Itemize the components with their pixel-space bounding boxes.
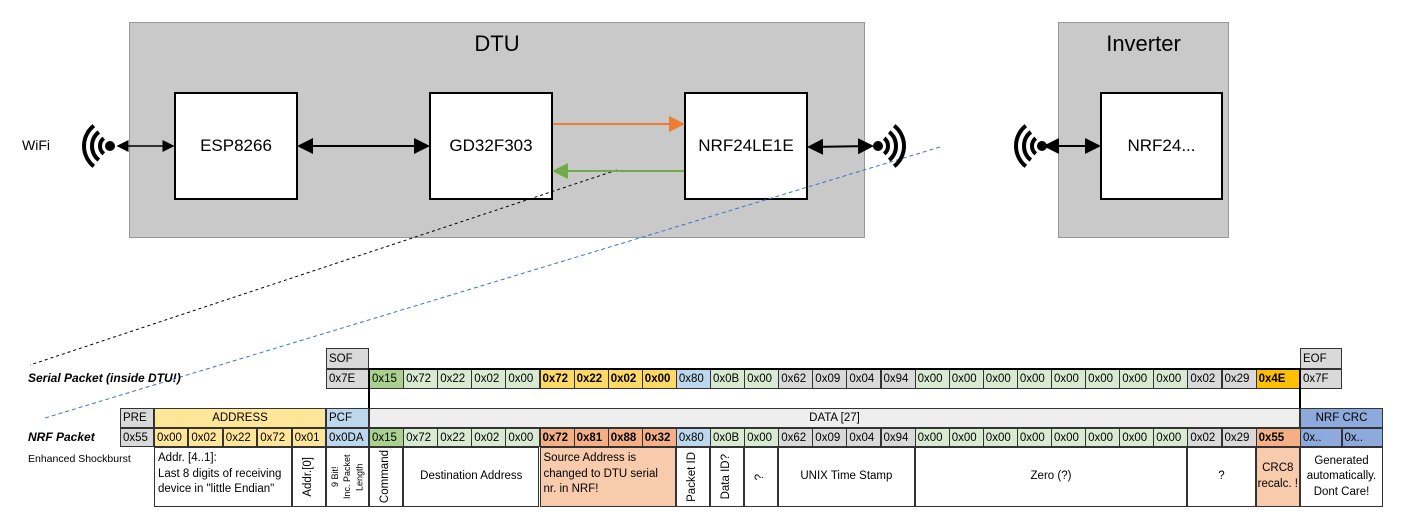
nrf-byte: 0x00 (1016, 428, 1052, 447)
desc-zero: Zero (?) (914, 447, 1188, 507)
desc-unknown-1: ? (744, 447, 779, 507)
wifi-label: WiFi (22, 137, 50, 153)
address-byte: 0x22 (222, 428, 258, 447)
desc-packet-id: Packet ID (675, 447, 710, 507)
nrf-byte: 0x72 (403, 428, 439, 447)
pre-header: PRE (120, 408, 154, 428)
nrf-packet-label: NRF Packet (28, 430, 95, 444)
desc-command: Command (369, 447, 404, 507)
serial-frame-outline (368, 368, 1301, 409)
serial-byte: 0x72 (539, 369, 575, 389)
nrf-byte: 0x0B (710, 428, 746, 447)
serial-byte: 0x00 (505, 369, 541, 389)
inverter-nrf-block: NRF24... (1100, 92, 1223, 200)
desc-pcf-text: 9 Bit! Inc. Packet Length (330, 454, 365, 500)
serial-byte: 0x22 (573, 369, 609, 389)
desc-source-text: Source Address is changed to DTU serial … (543, 452, 658, 496)
address-header: ADDRESS (154, 408, 326, 428)
serial-byte: 0x0B (710, 369, 746, 389)
desc-address: Addr. [4..1]: Last 8 digits of receiving… (154, 447, 292, 507)
serial-packet-label: Serial Packet (inside DTU!) (28, 371, 181, 385)
nrf-byte: 0x04 (846, 428, 882, 447)
nrf-byte: 0x32 (641, 428, 677, 447)
nrf-byte: 0x00 (1085, 428, 1121, 447)
enhanced-shockburst-label: Enhanced Shockburst (28, 453, 131, 465)
desc-addr0: Addr.[0] (292, 447, 326, 507)
serial-byte: 0x00 (1085, 369, 1121, 389)
desc-packet-id-text: Packet ID (686, 452, 699, 502)
sof-byte: 0x7E (326, 369, 369, 389)
pre-byte: 0x55 (120, 428, 154, 447)
serial-byte: 0x00 (982, 369, 1018, 389)
nrf-byte: 0x02 (1187, 428, 1223, 447)
nrf-byte: 0x00 (1051, 428, 1087, 447)
nrf-byte: 0x02 (471, 428, 507, 447)
dtu-title: DTU (474, 31, 520, 56)
nrf-byte: 0x94 (880, 428, 916, 447)
nrf-byte: 0x15 (369, 428, 405, 447)
nrf-byte: 0x00 (914, 428, 950, 447)
nrf-byte: 0x72 (539, 428, 575, 447)
desc-nrf-crc-text: Generated automatically. Dont Care! (1306, 454, 1377, 498)
inverter-title: Inverter (1106, 31, 1181, 56)
pcf-byte: 0x0DA (326, 428, 369, 447)
nrf-byte: 0x00 (1119, 428, 1155, 447)
nrf-byte: 0x55 (1255, 428, 1301, 447)
nrf-byte: 0x22 (437, 428, 473, 447)
nrf-byte: 0x00 (1153, 428, 1189, 447)
data-header: DATA [27] (369, 408, 1300, 428)
nrf-byte: 0x09 (812, 428, 848, 447)
nrf-crc-byte: 0x.. (1300, 428, 1342, 447)
nrf-crc-header: NRF CRC (1300, 408, 1383, 428)
desc-zero-text: Zero (?) (1030, 470, 1072, 483)
nrf-crc-byte: 0x.. (1341, 428, 1383, 447)
esp8266-block: ESP8266 (174, 92, 298, 200)
desc-unknown-2: ? (1187, 447, 1256, 507)
gd32-block: GD32F303 (429, 92, 553, 200)
desc-nrf-crc: Generated automatically. Dont Care! (1300, 447, 1383, 507)
serial-byte: 0x00 (1153, 369, 1189, 389)
serial-byte: 0x94 (880, 369, 916, 389)
nrf-byte: 0x80 (675, 428, 711, 447)
desc-address-text: Addr. [4..1]: Last 8 digits of receiving… (158, 452, 282, 496)
nrf-byte: 0x00 (505, 428, 541, 447)
nrf-byte: 0x62 (778, 428, 814, 447)
desc-crc8: CRC8 recalc. ! (1255, 447, 1300, 507)
address-byte: 0x00 (154, 428, 189, 447)
desc-unix-timestamp-text: UNIX Time Stamp (800, 470, 893, 483)
serial-byte: 0x80 (675, 369, 711, 389)
desc-destination: Destination Address (403, 447, 540, 507)
desc-unknown-1-text: ? (754, 473, 767, 481)
address-byte: 0x01 (291, 428, 326, 447)
nrf-byte: 0x00 (948, 428, 984, 447)
eof-byte: 0x7F (1300, 369, 1342, 389)
nrf-byte: 0x29 (1221, 428, 1257, 447)
desc-pcf: 9 Bit! Inc. Packet Length (326, 447, 369, 507)
desc-data-id-text: Data ID? (720, 454, 733, 500)
desc-data-id: Data ID? (710, 447, 745, 507)
address-byte: 0x72 (257, 428, 292, 447)
desc-command-text: Command (379, 450, 392, 504)
nrf-byte: 0x88 (607, 428, 643, 447)
nrf24le1e-block: NRF24LE1E (684, 92, 808, 200)
desc-addr0-text: Addr.[0] (302, 457, 315, 497)
desc-unknown-2-text: ? (1218, 470, 1225, 483)
desc-crc8-text: CRC8 recalc. ! (1257, 462, 1298, 490)
desc-destination-text: Destination Address (420, 470, 523, 483)
nrf-byte: 0x81 (573, 428, 609, 447)
nrf-byte: 0x00 (982, 428, 1018, 447)
serial-byte: 0x00 (641, 369, 677, 389)
sof-header: SOF (326, 348, 369, 369)
desc-unix-timestamp: UNIX Time Stamp (778, 447, 915, 507)
desc-source: Source Address is changed to DTU serial … (539, 447, 676, 507)
nrf-byte: 0x00 (744, 428, 780, 447)
address-byte: 0x02 (188, 428, 223, 447)
serial-byte: 0x02 (607, 369, 643, 389)
eof-header: EOF (1300, 348, 1342, 369)
pcf-header: PCF (326, 408, 369, 428)
